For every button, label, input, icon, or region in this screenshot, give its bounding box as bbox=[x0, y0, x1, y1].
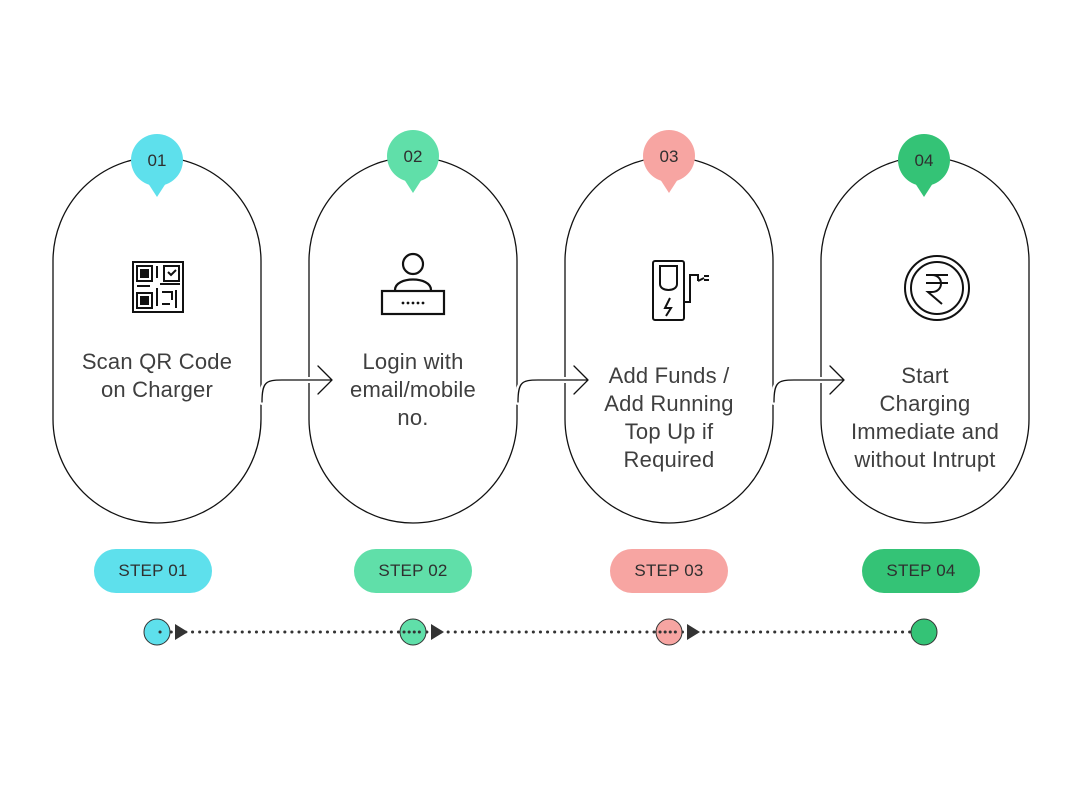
step-04-marker: 04 bbox=[898, 134, 950, 197]
step-04-badge: STEP 04 bbox=[862, 549, 980, 593]
user-login-icon bbox=[380, 252, 446, 316]
step-01-badge: STEP 01 bbox=[94, 549, 212, 593]
step-03-number: 03 bbox=[660, 147, 679, 166]
text-line: email/mobile bbox=[350, 377, 476, 402]
text-line: Add Funds / bbox=[608, 363, 730, 388]
step-01-marker: 01 bbox=[131, 134, 183, 197]
text-line: without Intrupt bbox=[854, 447, 996, 472]
step-02-text: Login with email/mobile no. bbox=[309, 348, 517, 432]
text-line: Charging bbox=[879, 391, 971, 416]
step-02-number: 02 bbox=[404, 147, 423, 166]
timeline-arrow-3 bbox=[687, 624, 700, 640]
ev-charger-icon bbox=[652, 260, 709, 321]
step-01-number: 01 bbox=[148, 151, 167, 170]
connector-arrow-1-2 bbox=[261, 365, 333, 403]
connector-arrow-3-4 bbox=[773, 365, 845, 403]
text-line: Immediate and bbox=[850, 419, 1000, 444]
text-line: Start bbox=[901, 363, 949, 388]
timeline-arrow-2 bbox=[431, 624, 444, 640]
step-01-text: Scan QR Code on Charger bbox=[53, 348, 261, 404]
timeline-dot-01 bbox=[143, 618, 171, 646]
step-04-number: 04 bbox=[915, 151, 934, 170]
step-03-badge: STEP 03 bbox=[610, 549, 728, 593]
text-line: Add Running bbox=[604, 391, 734, 416]
step-02-marker: 02 bbox=[387, 130, 439, 193]
step-01-frame bbox=[52, 156, 262, 524]
text-line: Login with bbox=[362, 349, 464, 374]
text-line: Scan QR Code bbox=[81, 349, 233, 374]
text-line: Required bbox=[623, 447, 715, 472]
qr-code-icon bbox=[132, 261, 184, 313]
step-03-text: Add Funds / Add Running Top Up if Requir… bbox=[565, 362, 773, 474]
text-line: on Charger bbox=[100, 377, 214, 402]
progress-timeline bbox=[143, 618, 938, 646]
text-line: Top Up if bbox=[624, 419, 714, 444]
step-02-frame bbox=[308, 156, 518, 524]
step-03-marker: 03 bbox=[643, 130, 695, 193]
rupee-coin-icon bbox=[904, 255, 970, 321]
step-02-badge: STEP 02 bbox=[354, 549, 472, 593]
step-04-text: Start Charging Immediate and without Int… bbox=[821, 362, 1029, 474]
connector-arrow-2-3 bbox=[517, 365, 589, 403]
timeline-arrow-1 bbox=[175, 624, 188, 640]
timeline-dot-04 bbox=[910, 618, 938, 646]
text-line: no. bbox=[397, 405, 429, 430]
